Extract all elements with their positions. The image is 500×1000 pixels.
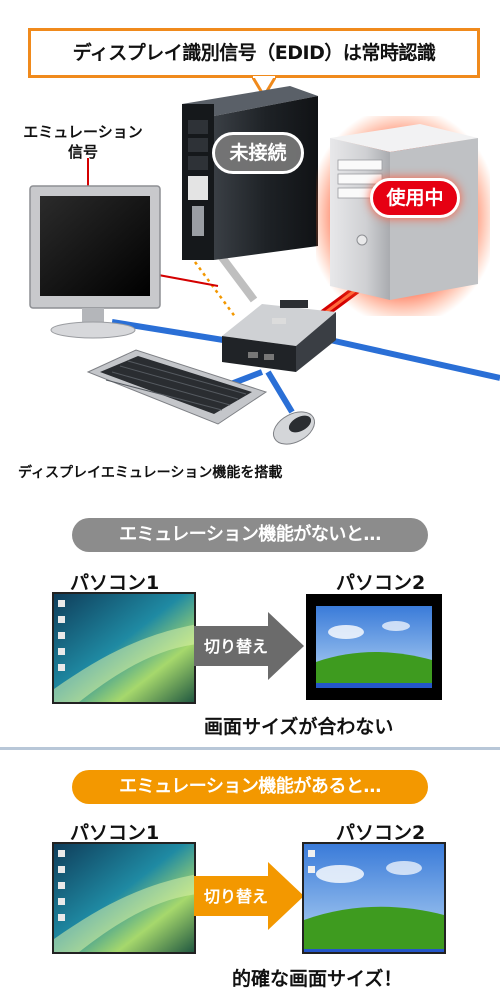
- in-use-badge-text: 使用中: [386, 187, 444, 209]
- right-cable: [329, 337, 500, 381]
- disconnected-badge-text: 未接続: [229, 142, 287, 164]
- section-with-header: エミュレーション機能があると…: [72, 770, 428, 804]
- with-result-text: 的確な画面サイズ！: [232, 968, 403, 990]
- in-use-badge: 使用中: [370, 178, 460, 218]
- without-pc1-label: パソコン1: [70, 572, 160, 594]
- emulation-caption: ディスプレイエミュレーション機能を搭載: [18, 465, 283, 481]
- without-pc2-label: パソコン2: [336, 572, 426, 594]
- without-switch-arrow: [194, 612, 304, 680]
- monitor: [29, 185, 161, 339]
- with-pc2-screen: [302, 842, 446, 954]
- section-without-header: エミュレーション機能がないと…: [72, 518, 428, 552]
- idle-pc-cable: [214, 249, 258, 303]
- without-pc1-screen: [52, 592, 196, 704]
- disconnected-badge: 未接続: [212, 132, 304, 174]
- with-pc2-label: パソコン2: [336, 822, 426, 844]
- section-divider: [0, 747, 500, 750]
- without-pc2-screen: [306, 594, 442, 700]
- without-switch-label: 切り替え: [204, 637, 269, 656]
- kvm-switch: [222, 300, 336, 372]
- without-pc2-wallpaper: [316, 606, 432, 688]
- mouse-cable: [265, 370, 295, 414]
- mouse: [272, 411, 316, 445]
- emulation-dotted-line: [193, 261, 238, 319]
- with-switch-label: 切り替え: [204, 887, 269, 906]
- keyboard: [86, 349, 268, 425]
- title-pointer: [252, 76, 276, 98]
- emulation-signal-label: エミュレーション 信号: [8, 122, 158, 162]
- hardware-illustration: [29, 86, 500, 445]
- title-box: ディスプレイ識別信号（EDID）は常時認識: [28, 28, 480, 78]
- emulation-signal-label-line2: 信号: [67, 143, 98, 161]
- with-pc1-screen: [52, 842, 196, 954]
- with-pc1-label: パソコン1: [70, 822, 160, 844]
- with-switch-arrow: [194, 862, 304, 930]
- without-result-text: 画面サイズが合わない: [204, 716, 394, 738]
- emulation-signal-label-line1: エミュレーション: [23, 123, 143, 141]
- title-text: ディスプレイ識別信号（EDID）は常時認識: [72, 42, 436, 64]
